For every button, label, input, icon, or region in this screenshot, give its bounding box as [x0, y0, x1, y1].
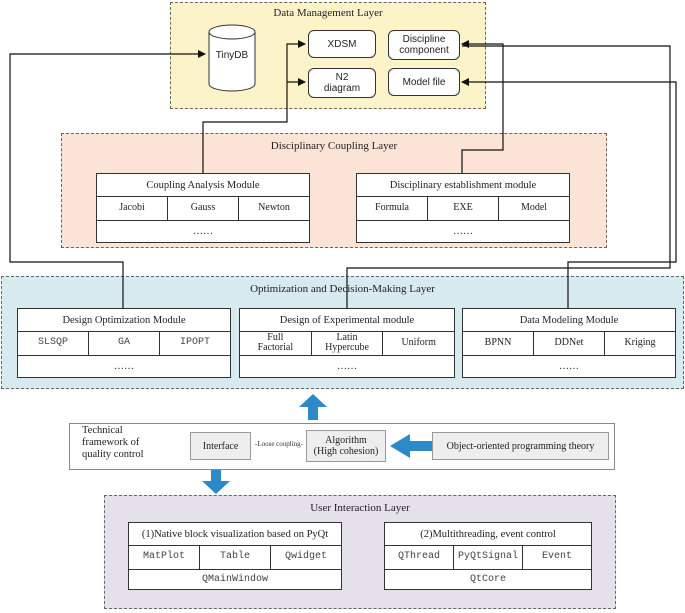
- cell-qmainwindow: QMainWindow: [201, 574, 268, 585]
- n2-diagram-box: N2 diagram: [308, 68, 376, 98]
- cell-matplot: MatPlot: [129, 545, 200, 569]
- cell-event: Event: [541, 551, 572, 562]
- connector-line: [202, 40, 306, 173]
- cell-ddnet: DDNet: [534, 331, 605, 355]
- disciplinary-establishment-module: Disciplinary establishment module Formul…: [356, 173, 570, 243]
- cell-qthread: QThread: [385, 545, 454, 569]
- design-optimization-module: Design Optimization Module SLSQP GA IPOP…: [17, 308, 231, 378]
- coupling-layer-title: Disciplinary Coupling Layer: [270, 140, 398, 152]
- blue-arrow-up: [299, 394, 327, 420]
- blue-arrow-left: [390, 434, 432, 458]
- data-layer-title: Data Management Layer: [273, 7, 383, 19]
- cell-bpnn: BPNN: [463, 331, 534, 355]
- connector-line: [346, 45, 671, 308]
- cell-kriging: Kriging: [624, 337, 656, 348]
- data-modeling-module: Data Modeling Module BPNN DDNet Kriging …: [462, 308, 676, 378]
- database-icon: [208, 24, 256, 92]
- cell-table: Table: [200, 545, 271, 569]
- design-optimization-title: Design Optimization Module: [18, 309, 230, 332]
- connector-line: [9, 50, 206, 308]
- cell-ga: GA: [89, 331, 160, 355]
- cell-qwidget: Qwidget: [284, 551, 327, 562]
- cell-exe: EXE: [428, 196, 499, 220]
- native-visualization-module: (1)Native block visualization based on P…: [128, 522, 342, 590]
- more-dots: ……: [337, 360, 357, 372]
- more-dots: ……: [453, 225, 473, 237]
- discipline-component-box: Discipline component: [388, 30, 460, 60]
- coupling-analysis-title: Coupling Analysis Module: [97, 174, 309, 197]
- oop-theory-box: Object-oriented programming theory: [432, 432, 609, 460]
- coupling-analysis-module: Coupling Analysis Module Jacobi Gauss Ne…: [96, 173, 310, 243]
- connector-line: [461, 40, 504, 173]
- cell-ipopt: IPOPT: [179, 337, 210, 348]
- more-dots: ……: [559, 360, 579, 372]
- cell-jacobi: Jacobi: [97, 196, 168, 220]
- xdsm-box: XDSM: [308, 30, 376, 58]
- user-layer-title: User Interaction Layer: [310, 502, 410, 514]
- cell-uniform: Uniform: [401, 337, 436, 348]
- data-modeling-title: Data Modeling Module: [463, 309, 675, 332]
- cell-gauss: Gauss: [168, 196, 239, 220]
- multithreading-title: (2)Multithreading, event control: [385, 523, 591, 546]
- cell-qtcore: QtCore: [469, 574, 506, 585]
- connector-line: [461, 78, 677, 308]
- cell-slsqp: SLSQP: [18, 331, 89, 355]
- design-of-experimental-module: Design of Experimental module Full Facto…: [239, 308, 455, 378]
- opt-layer-title: Optimization and Decision-Making Layer: [250, 283, 435, 295]
- cell-newton: Newton: [258, 202, 290, 213]
- more-dots: ……: [114, 360, 134, 372]
- model-file-box: Model file: [388, 68, 460, 96]
- cell-model: Model: [520, 202, 548, 213]
- establishment-title: Disciplinary establishment module: [357, 174, 569, 197]
- interface-box: Interface: [190, 432, 251, 460]
- multithreading-module: (2)Multithreading, event control QThread…: [384, 522, 592, 590]
- native-visualization-title: (1)Native block visualization based on P…: [129, 523, 341, 546]
- cell-full-factorial: Full Factorial: [240, 331, 312, 355]
- algorithm-box: Algorithm (High cohesion): [306, 430, 386, 462]
- tinydb-label: TinyDB: [215, 50, 249, 61]
- cell-pyqtsignal: PyQtSignal: [454, 545, 523, 569]
- cell-latin-hypercube: Latin Hypercube: [312, 331, 384, 355]
- blue-arrow-down: [202, 470, 230, 494]
- quality-control-label: Technical framework of quality control: [82, 425, 144, 460]
- loose-coupling-note: -Loose coupling-: [254, 440, 303, 448]
- doe-title: Design of Experimental module: [240, 309, 454, 332]
- tinydb-cylinder: TinyDB: [208, 24, 256, 92]
- cell-formula: Formula: [357, 196, 428, 220]
- more-dots: ……: [193, 225, 213, 237]
